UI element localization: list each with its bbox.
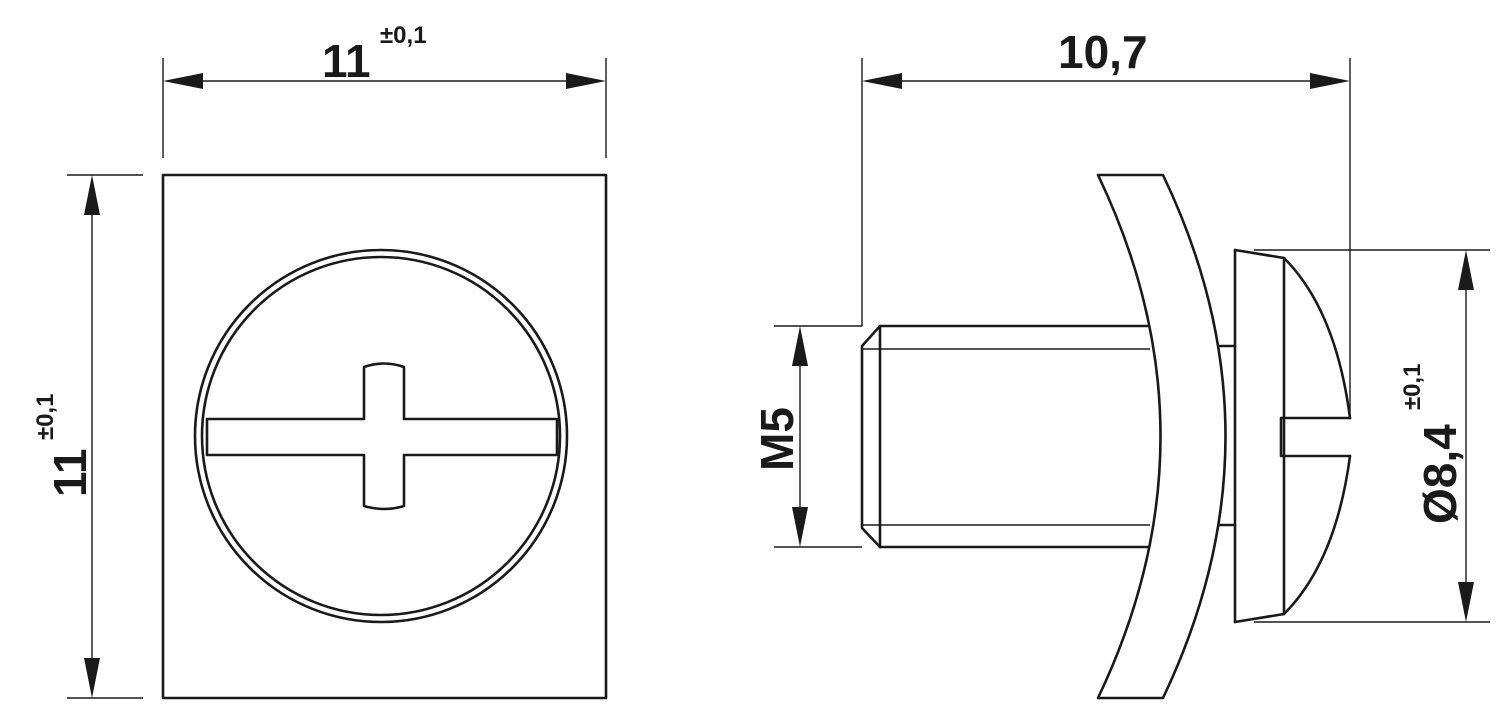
width-dimension-tolerance: ±0,1	[380, 22, 427, 49]
square-washer-outline	[161, 173, 608, 700]
combination-slot-cross-recess	[205, 362, 559, 511]
height-dimension-tolerance: ±0,1	[32, 393, 59, 440]
length-dimension: 10,7	[861, 26, 1351, 418]
thread-dimension-value: M5	[751, 407, 803, 471]
curved-washer	[1096, 173, 1227, 700]
screw-head-side	[1233, 248, 1352, 624]
width-dimension-value: 11	[322, 35, 371, 87]
screw-neck	[1218, 344, 1237, 527]
screw-head-outer-circle	[193, 248, 569, 624]
height-dimension-value: 11	[44, 448, 96, 497]
head-diameter-tolerance: ±0,1	[1399, 363, 1426, 410]
threaded-shaft	[860, 324, 1152, 549]
screw-head-inner-circle	[200, 255, 562, 617]
height-dimension: 11 ±0,1	[32, 174, 143, 699]
side-view: 10,7 M5 Ø8,4 ±0,1	[751, 26, 1490, 700]
screw-slot	[1279, 416, 1352, 458]
front-view: 11 ±0,1 11 ±0,1	[32, 22, 608, 700]
head-diameter-dimension: Ø8,4 ±0,1	[1254, 249, 1490, 623]
length-dimension-value: 10,7	[1058, 26, 1148, 78]
width-dimension: 11 ±0,1	[162, 22, 607, 158]
thread-dimension: M5	[751, 325, 862, 548]
head-diameter-value: Ø8,4	[1414, 424, 1466, 524]
